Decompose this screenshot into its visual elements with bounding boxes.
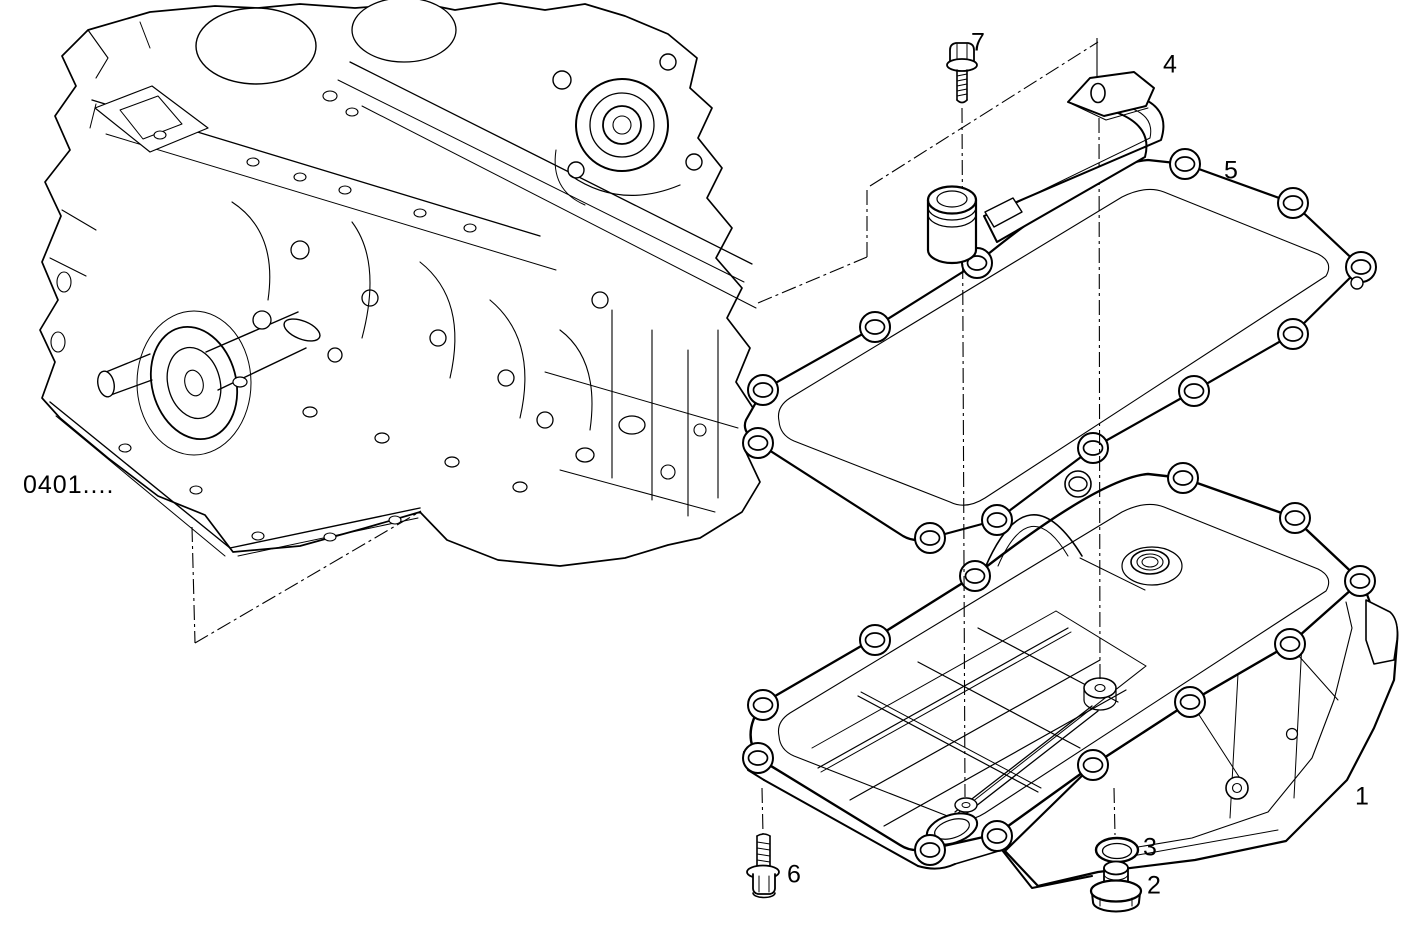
suction-pipe: [926, 71, 1165, 265]
drain-plug: [1089, 860, 1143, 913]
callout-1: 1: [1355, 782, 1369, 811]
reference-label: 0401....: [23, 471, 115, 499]
oil-pan: [742, 462, 1399, 889]
bolt-6: [746, 833, 780, 899]
bolt-7: [946, 42, 978, 104]
callout-2: 2: [1147, 871, 1161, 900]
callout-7: 7: [971, 28, 985, 57]
callout-5: 5: [1224, 156, 1238, 185]
callout-3: 3: [1143, 833, 1157, 862]
callout-4: 4: [1163, 50, 1177, 79]
engine-block: [39, 0, 761, 567]
callout-6: 6: [787, 860, 801, 889]
sump-gasket: [742, 148, 1377, 554]
seal-ring: [1094, 836, 1140, 864]
section-plane-lines: [191, 41, 1099, 644]
